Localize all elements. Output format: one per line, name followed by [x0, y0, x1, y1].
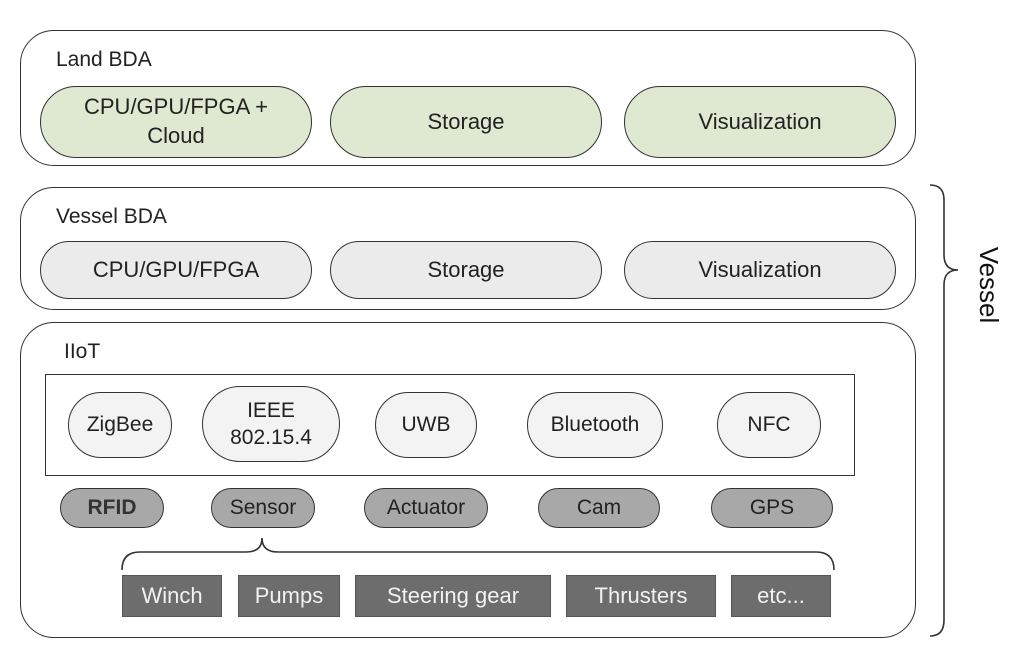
protocol-bluetooth: Bluetooth: [527, 392, 663, 458]
vessel-side-label: Vessel: [974, 246, 1004, 324]
component-actuator: Actuator: [364, 488, 488, 528]
iiot-label: IIoT: [64, 340, 101, 363]
device-steering-gear: Steering gear: [355, 575, 551, 617]
protocol-zigbee: ZigBee: [68, 392, 172, 458]
protocol-ieee-802-15-4: IEEE 802.15.4: [202, 386, 340, 462]
land-visualization-pill: Visualization: [624, 86, 896, 158]
land-compute-pill: CPU/GPU/FPGA + Cloud: [40, 86, 312, 158]
vessel-compute-pill: CPU/GPU/FPGA: [40, 241, 312, 299]
component-sensor: Sensor: [211, 488, 315, 528]
device-winch: Winch: [122, 575, 222, 617]
protocol-uwb: UWB: [375, 392, 477, 458]
component-rfid: RFID: [60, 488, 164, 528]
protocol-nfc: NFC: [717, 392, 821, 458]
land-storage-pill: Storage: [330, 86, 602, 158]
device-pumps: Pumps: [238, 575, 340, 617]
device-etc: etc...: [731, 575, 831, 617]
component-gps: GPS: [711, 488, 833, 528]
vessel-storage-pill: Storage: [330, 241, 602, 299]
vessel-bda-label: Vessel BDA: [56, 205, 167, 228]
component-cam: Cam: [538, 488, 660, 528]
land-bda-label: Land BDA: [56, 48, 152, 71]
vessel-visualization-pill: Visualization: [624, 241, 896, 299]
device-thrusters: Thrusters: [566, 575, 716, 617]
